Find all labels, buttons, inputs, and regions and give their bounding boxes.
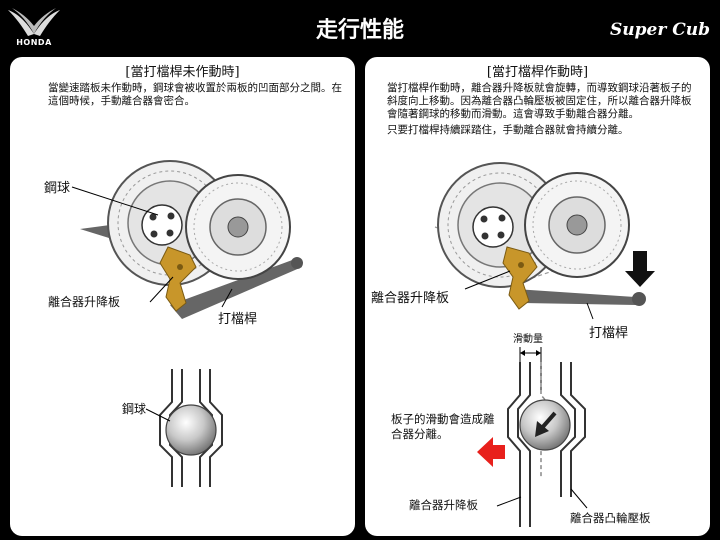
super-cub-brand: Super Cub [610,20,710,40]
right-panel-heading: [當打檔桿作動時] [486,65,589,80]
shift-lever-label: 打檔桿 [218,312,258,327]
slide-note-label: 板子的滑動會造成離合器分離。 [391,412,495,441]
slide-direction-arrow-icon [477,437,505,467]
left-panel-heading: [當打檔桿未作動時] [125,65,240,80]
honda-wing-logo-icon [8,8,60,36]
clutch-lift-plate-detail-label: 離合器升降板 [409,498,478,512]
slide-amount-label: 滑動量 [513,334,543,345]
clutch-cam-plate-label: 離合器凸輪壓板 [570,511,651,525]
clutch-assembly-illustration-right [434,162,655,527]
clutch-lift-plate-label-right: 離合器升降板 [371,291,450,306]
panel-lever-not-actuated: [當打檔桿未作動時] 當變速踏板未作動時，鋼球會被收置於兩板的凹面部分之間。在這… [10,57,355,536]
push-down-arrow-icon [625,251,655,287]
header-bar: HONDA 走行性能 Super Cub [0,0,720,56]
clutch-lift-plate-label: 離合器升降板 [48,295,121,309]
steel-ball-label: 鋼球 [44,181,71,196]
page-title: 走行性能 [315,18,404,43]
right-description-paragraph-2: 只要打檔桿持續踩踏住，手動離合器就會持續分離。 [387,124,629,136]
shift-lever-label-right: 打檔桿 [589,326,629,341]
right-description-paragraph-1: 當打檔桿作動時，離合器升降板就會旋轉，而導致鋼球沿著板子的斜度向上移動。因為離合… [387,82,692,120]
steel-ball-detail-label: 鋼球 [122,402,147,416]
honda-logo-text: HONDA [16,38,52,47]
right-panel-description: 當打檔桿作動時，離合器升降板就會旋轉，而導致鋼球沿著板子的斜度向上移動。因為離合… [387,82,701,140]
clutch-assembly-illustration-left [71,160,303,487]
panel-lever-actuated: [當打檔桿作動時] 當打檔桿作動時，離合器升降板就會旋轉，而導致鋼球沿著板子的斜… [365,57,710,536]
left-panel-description: 當變速踏板未作動時，鋼球會被收置於兩板的凹面部分之間。在這個時候，手動離合器會密… [48,82,342,107]
